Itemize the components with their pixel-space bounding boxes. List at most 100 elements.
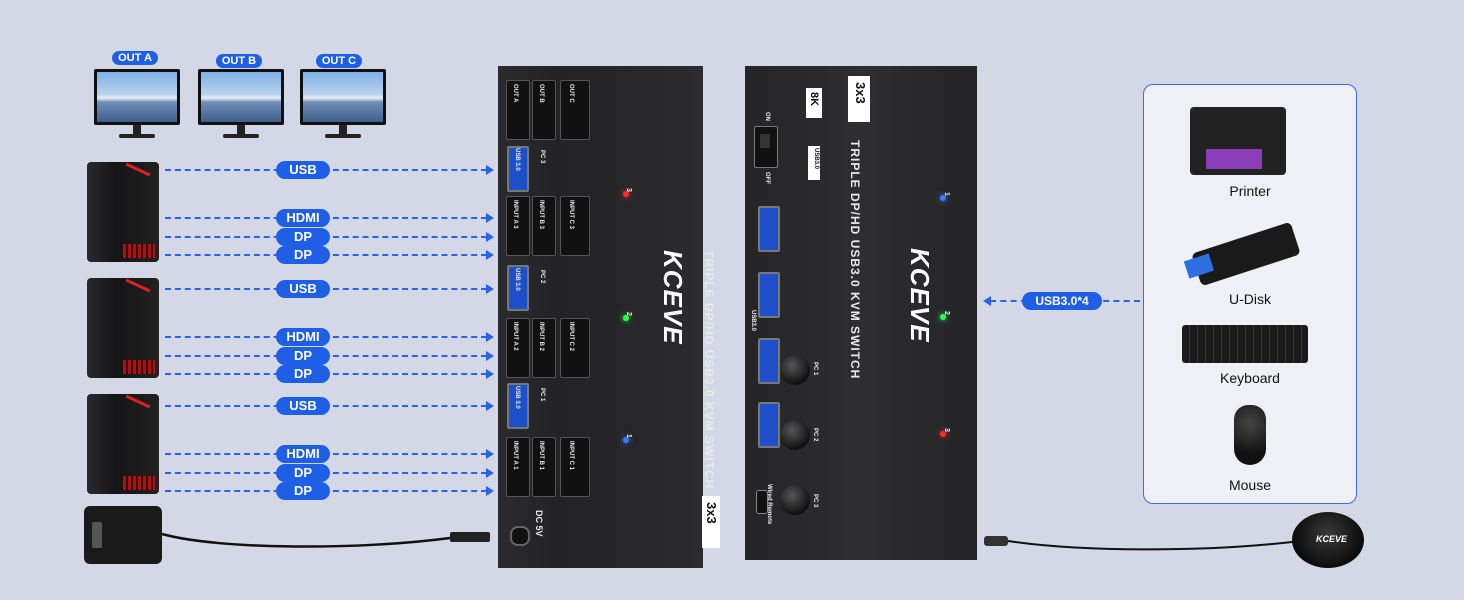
- input-a2-text: INPUT A 2: [512, 322, 518, 351]
- led-num-2: 2: [625, 312, 632, 316]
- led-pc1: [623, 437, 629, 443]
- back-led-num-2: 2: [943, 311, 950, 315]
- input-a1-text: INPUT A 1: [512, 441, 518, 470]
- remote-brand: KCEVE: [1316, 534, 1348, 544]
- input-b3-text: INPUT B 3: [538, 200, 544, 230]
- usb-label-1: USB 3.0: [514, 386, 520, 409]
- wired-remote-label: Wired Remote: [766, 484, 772, 525]
- out-b-text: OUT B: [538, 84, 544, 103]
- back-led-num-3: 3: [943, 428, 950, 432]
- printer-paper: [1206, 149, 1262, 169]
- out-b-label: OUT B: [216, 54, 262, 68]
- pc2-button-label: PC 2: [812, 428, 818, 442]
- hdmi-cable-label: HDMI: [276, 445, 330, 463]
- pc2-button[interactable]: [780, 420, 810, 450]
- dc-power-port[interactable]: [510, 526, 530, 546]
- usb-cable-label: USB: [276, 161, 330, 179]
- input-b1-port[interactable]: [532, 437, 556, 497]
- pc1-button[interactable]: [780, 355, 810, 385]
- kvm-switch-back: [745, 66, 977, 560]
- usb-group-label: USB3.0: [750, 310, 756, 332]
- monitor-icon: [300, 69, 386, 138]
- back-led-num-1: 1: [943, 192, 950, 196]
- remote-cable: [984, 536, 1293, 551]
- dp-cable-label: DP: [276, 464, 330, 482]
- input-c3-port[interactable]: [560, 196, 590, 256]
- back-badge-bg: [848, 76, 870, 122]
- back-title: TRIPLE DP/HD USB3.0 KVM SWITCH: [848, 140, 862, 380]
- printer-label: Printer: [1229, 183, 1271, 199]
- input-a1-port[interactable]: [506, 437, 530, 497]
- input-c1-port[interactable]: [560, 437, 590, 497]
- input-b2-text: INPUT B 2: [538, 322, 544, 352]
- usb-port-pc3[interactable]: [507, 146, 529, 192]
- back-led-pc3: [940, 431, 946, 437]
- out-a-port[interactable]: [506, 80, 530, 140]
- input-a2-port[interactable]: [506, 318, 530, 378]
- pc1-button-label: PC 1: [812, 362, 818, 376]
- led-pc2: [623, 315, 629, 321]
- dp-cable-label: DP: [276, 228, 330, 246]
- hdmi-cable-label: HDMI: [276, 209, 330, 227]
- udisk-label: U-Disk: [1229, 291, 1271, 307]
- pc-tower-1: [87, 394, 159, 494]
- pc3-button-label: PC 3: [812, 494, 818, 508]
- back-led-pc2: [940, 314, 946, 320]
- res-badge: 8K: [808, 92, 820, 107]
- peripherals-panel: Printer U-Disk Keyboard Mouse: [1143, 84, 1357, 504]
- usb-port-pc2[interactable]: [507, 265, 529, 311]
- back-usb-port-1[interactable]: [758, 206, 780, 252]
- back-usb-port-4[interactable]: [758, 402, 780, 448]
- out-c-port[interactable]: [560, 80, 590, 140]
- input-c3-text: INPUT C 3: [568, 200, 574, 230]
- input-b2-port[interactable]: [532, 318, 556, 378]
- usb-label-2: USB 3.0: [514, 268, 520, 291]
- usb3-badge: USB3.0: [813, 148, 819, 170]
- usb-cable-label: USB: [276, 397, 330, 415]
- off-label: OFF: [764, 172, 770, 184]
- power-switch-rocker[interactable]: [760, 134, 770, 148]
- input-a3-port[interactable]: [506, 196, 530, 256]
- usb3-badge-bg: [808, 146, 820, 180]
- keyboard-icon: [1182, 325, 1308, 363]
- out-c-label: OUT C: [316, 54, 362, 68]
- usb-link-arrow: [983, 296, 991, 306]
- input-c2-port[interactable]: [560, 318, 590, 378]
- mouse-label: Mouse: [1228, 477, 1272, 493]
- input-c2-text: INPUT C 2: [568, 322, 574, 352]
- usb-cable-label: USB: [276, 280, 330, 298]
- input-b3-port[interactable]: [532, 196, 556, 256]
- dc-label: DC 5V: [534, 510, 544, 537]
- wired-remote[interactable]: [1292, 512, 1364, 568]
- back-usb-port-3[interactable]: [758, 338, 780, 384]
- power-prongs: [92, 522, 102, 548]
- pc1-text: PC 1: [539, 388, 545, 402]
- input-b1-text: INPUT B 1: [538, 441, 544, 471]
- input-c1-text: INPUT C 1: [568, 441, 574, 471]
- usb-link-label: USB3.0*4: [1022, 292, 1102, 310]
- out-a-label: OUT A: [112, 51, 158, 65]
- out-b-port[interactable]: [532, 80, 556, 140]
- back-usb-port-2[interactable]: [758, 272, 780, 318]
- led-pc3: [623, 191, 629, 197]
- power-cable: [161, 532, 490, 548]
- hdmi-cable-label: HDMI: [276, 328, 330, 346]
- led-num-1: 1: [625, 434, 632, 438]
- pc3-button[interactable]: [780, 485, 810, 515]
- input-a3-text: INPUT A 3: [512, 200, 518, 229]
- kceve-logo-back: KCEVE: [905, 248, 935, 343]
- monitor-icon: [198, 69, 284, 138]
- front-badge-bg: [702, 496, 720, 548]
- front-title: TRIPLE DP/HD USB3.0 KVM SWITCH: [702, 250, 716, 490]
- usb-port-pc1[interactable]: [507, 383, 529, 429]
- pc2-text: PC 2: [539, 270, 545, 284]
- pc-tower-2: [87, 278, 159, 378]
- front-badge: 3x3: [704, 502, 719, 524]
- wired-remote-port[interactable]: [756, 490, 768, 514]
- kceve-logo-front: KCEVE: [658, 250, 688, 345]
- res-badge-bg: [806, 88, 822, 118]
- usb-label-3: USB 3.0: [514, 148, 520, 171]
- back-badge: 3x3: [853, 82, 868, 104]
- dp-cable-label: DP: [276, 365, 330, 383]
- dp-cable-label: DP: [276, 347, 330, 365]
